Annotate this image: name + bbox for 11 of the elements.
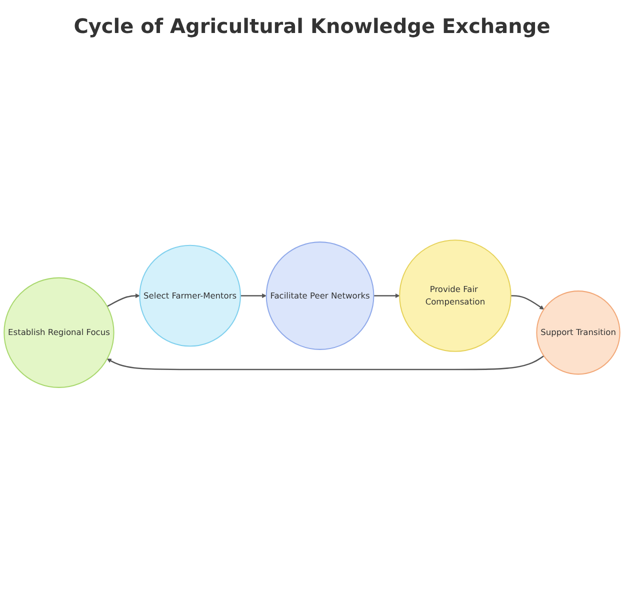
node-circle: Provide Fair Compensation [399, 240, 512, 352]
arrow [374, 294, 400, 298]
arrow [240, 294, 267, 298]
node-circle: Select Farmer-Mentors [139, 245, 241, 347]
node-circle: Establish Regional Focus [4, 277, 114, 388]
arrow [106, 356, 544, 370]
node-circle: Support Transition [536, 290, 620, 375]
node-circle: Facilitate Peer Networks [266, 242, 374, 350]
arrow [510, 295, 544, 310]
diagram-title: Cycle of Agricultural Knowledge Exchange [72, 14, 552, 38]
arrow [106, 294, 140, 308]
